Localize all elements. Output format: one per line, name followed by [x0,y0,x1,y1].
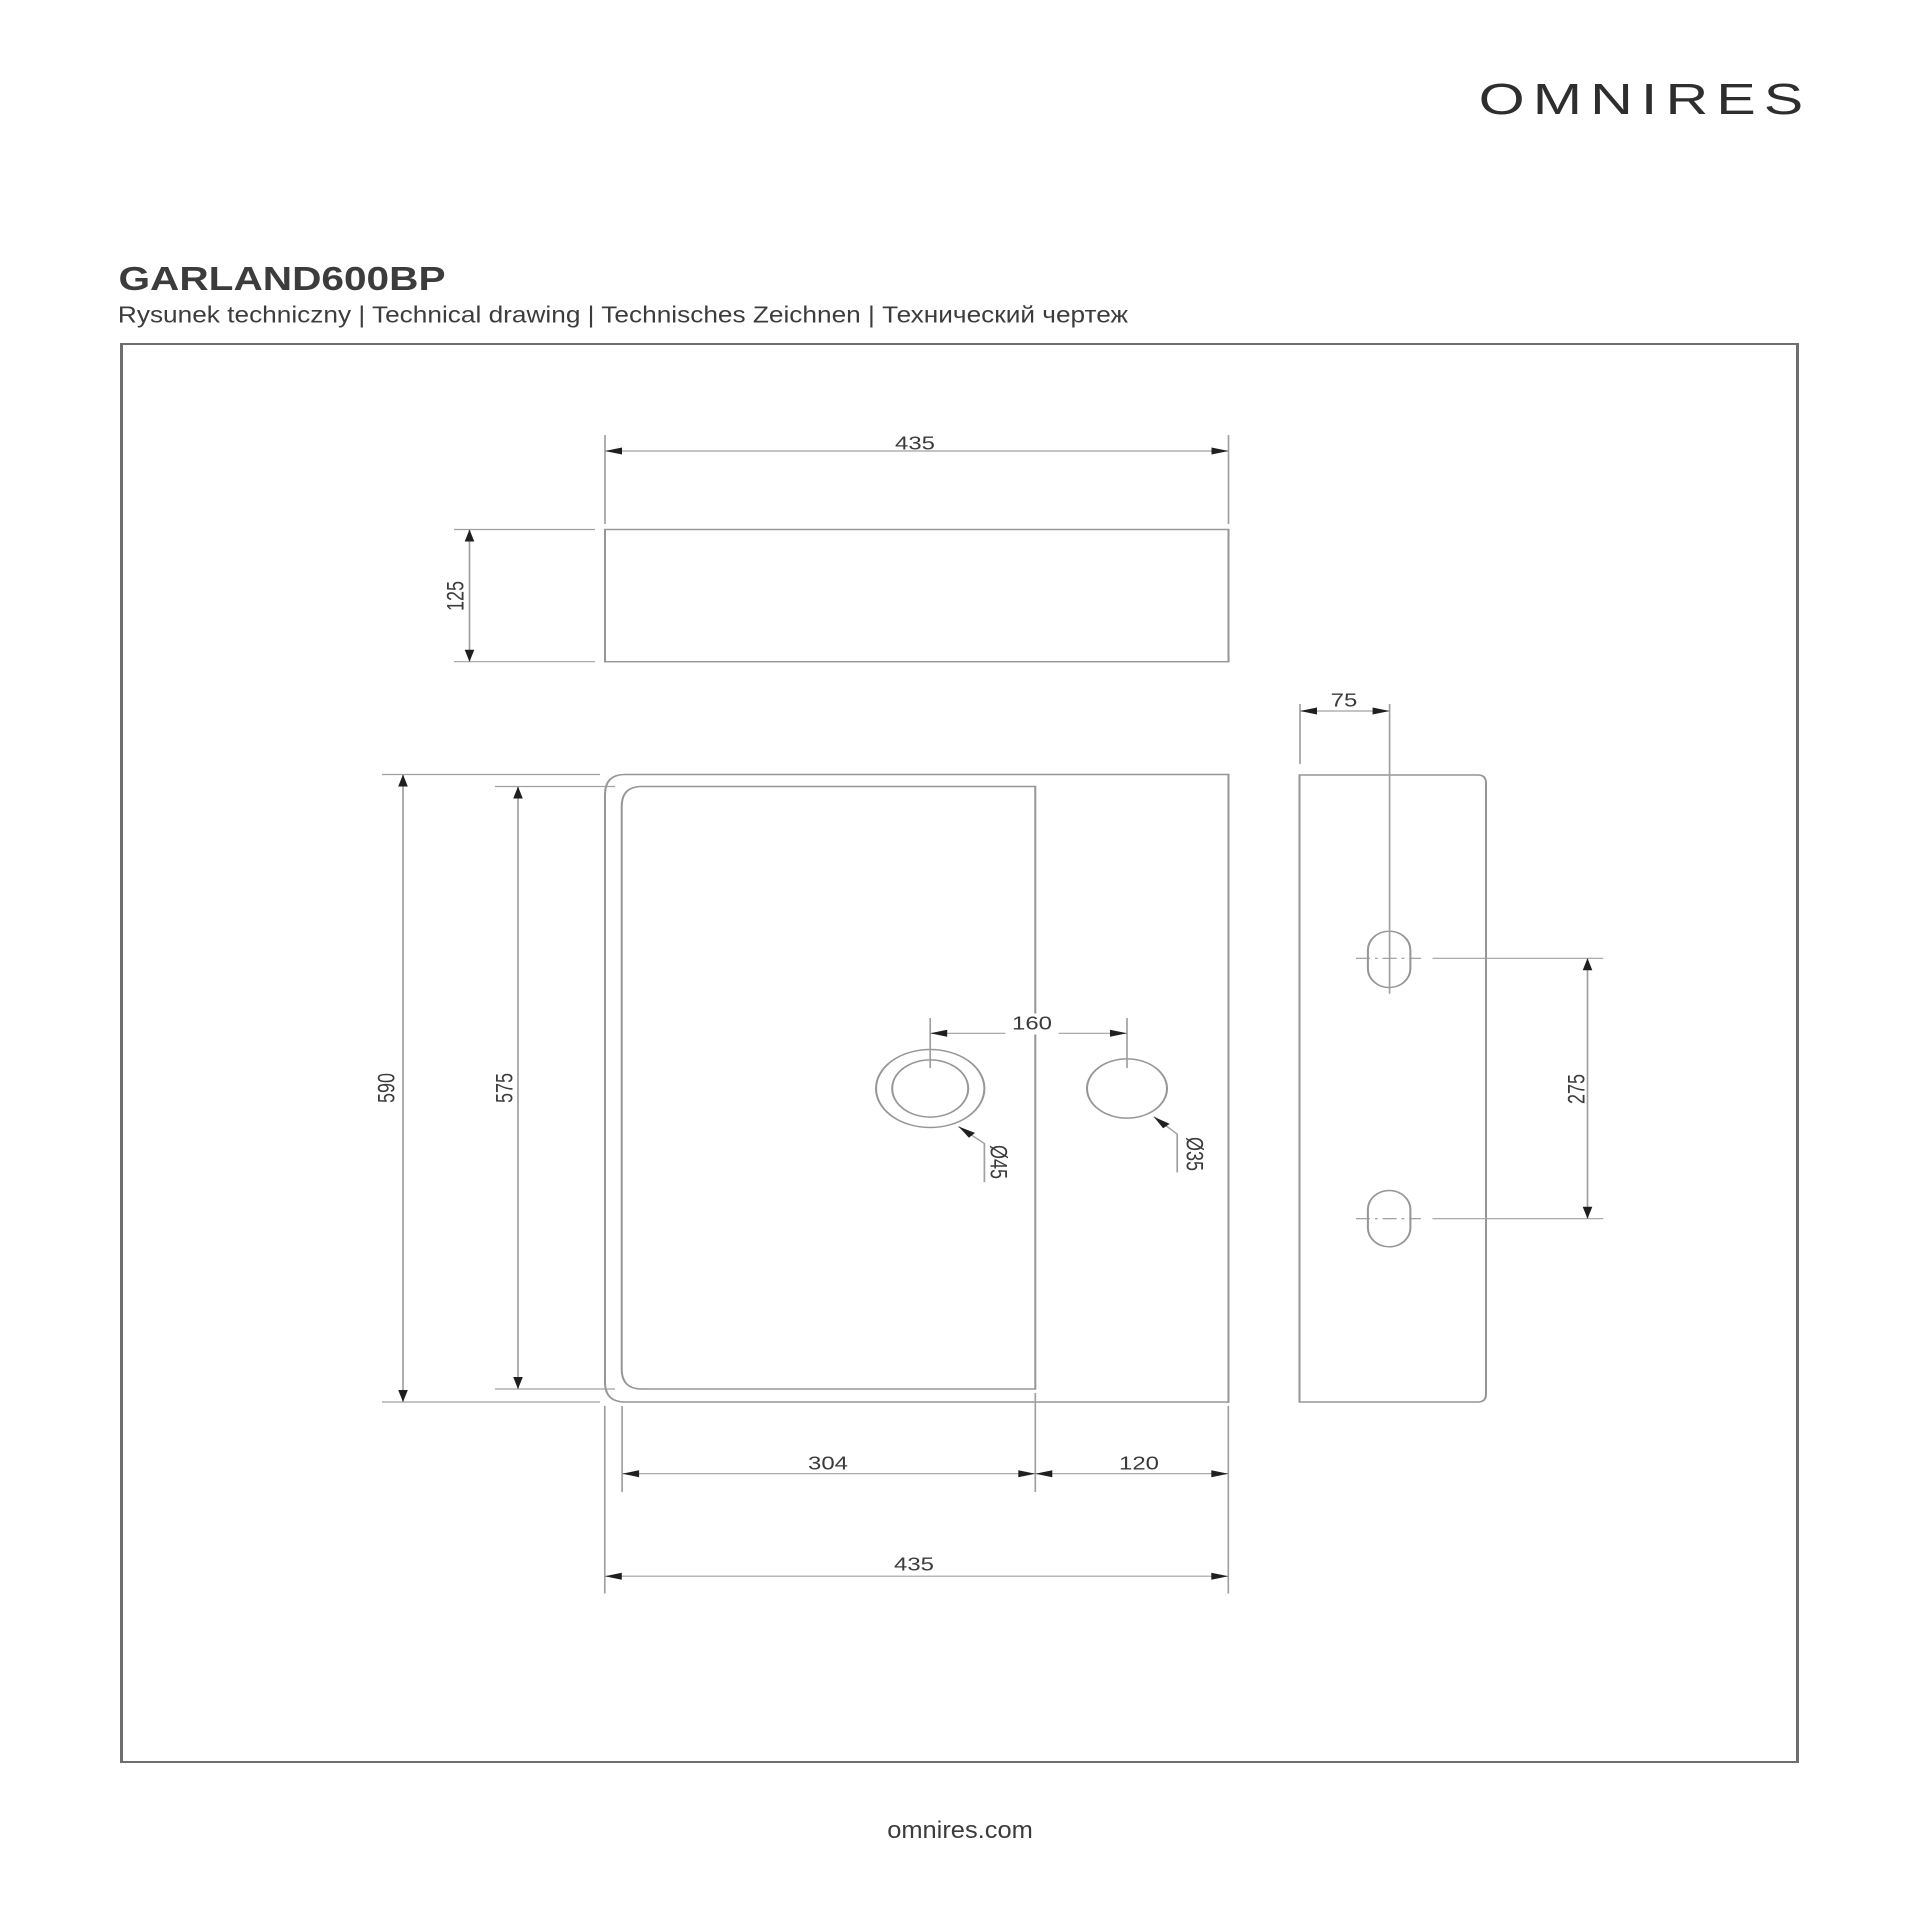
dim-basin-width-arrows [622,1470,1229,1478]
drain-hole-inner [891,1059,970,1118]
dim-label-basin-width: 304 [808,1453,848,1473]
dim-slot-spacing-arrows [1582,958,1593,1219]
side-view [1298,774,1488,1403]
dim-top-width-arrows [604,447,1229,455]
dim-depth [454,528,595,663]
bottom-extension-lines [603,1393,1230,1594]
dim-overall-height-arrows [398,774,408,1402]
top-view-outline [603,528,1230,663]
dim-label-overall-height: 590 [372,1073,400,1104]
drawing-subtitle: Rysunek techniczny | Technical drawing |… [117,301,1129,327]
dim-depth-arrows [464,529,475,662]
dim-bottom-width-arrows [604,1572,1229,1580]
dim-overall-height [382,773,600,1403]
brand-logo: OMNIRES [1478,75,1812,124]
dim-label-slot-spacing: 275 [1563,1073,1590,1104]
dim-label-bottom-width: 435 [894,1554,934,1575]
basin-rim-outline [620,785,1037,1390]
dim-label-tap-hole: Ø35 [1181,1137,1208,1172]
dim-hole-spacing-arrows [930,1029,1127,1037]
dim-label-top-width: 435 [895,433,935,454]
dim-label-hole-spacing: 160 [1005,1013,1059,1035]
drain-hole-leader [957,1126,986,1183]
dim-top-width [604,435,1230,524]
dim-side-depth [1299,704,1391,994]
dim-label-side-depth: 75 [1330,690,1358,711]
dim-slot-spacing [1432,957,1604,1220]
website-footer: omnires.com [886,1817,1033,1844]
dim-basin-height-arrows [513,786,523,1389]
dim-basin-height [494,785,616,1390]
front-view [603,773,1230,1403]
product-code-title: GARLAND600BP [118,260,446,297]
tap-hole-leader [1153,1116,1179,1173]
dim-label-deck-width: 120 [1119,1453,1159,1473]
dim-label-drain-hole: Ø45 [984,1144,1012,1179]
dim-label-basin-height: 575 [490,1072,518,1103]
drawing-frame [120,343,1799,1763]
dim-label-depth: 125 [442,580,469,611]
front-view-outline [603,773,1230,1403]
slot-centerlines [1355,957,1421,1220]
dim-side-depth-arrows [1299,707,1390,715]
side-view-outline [1298,774,1488,1403]
